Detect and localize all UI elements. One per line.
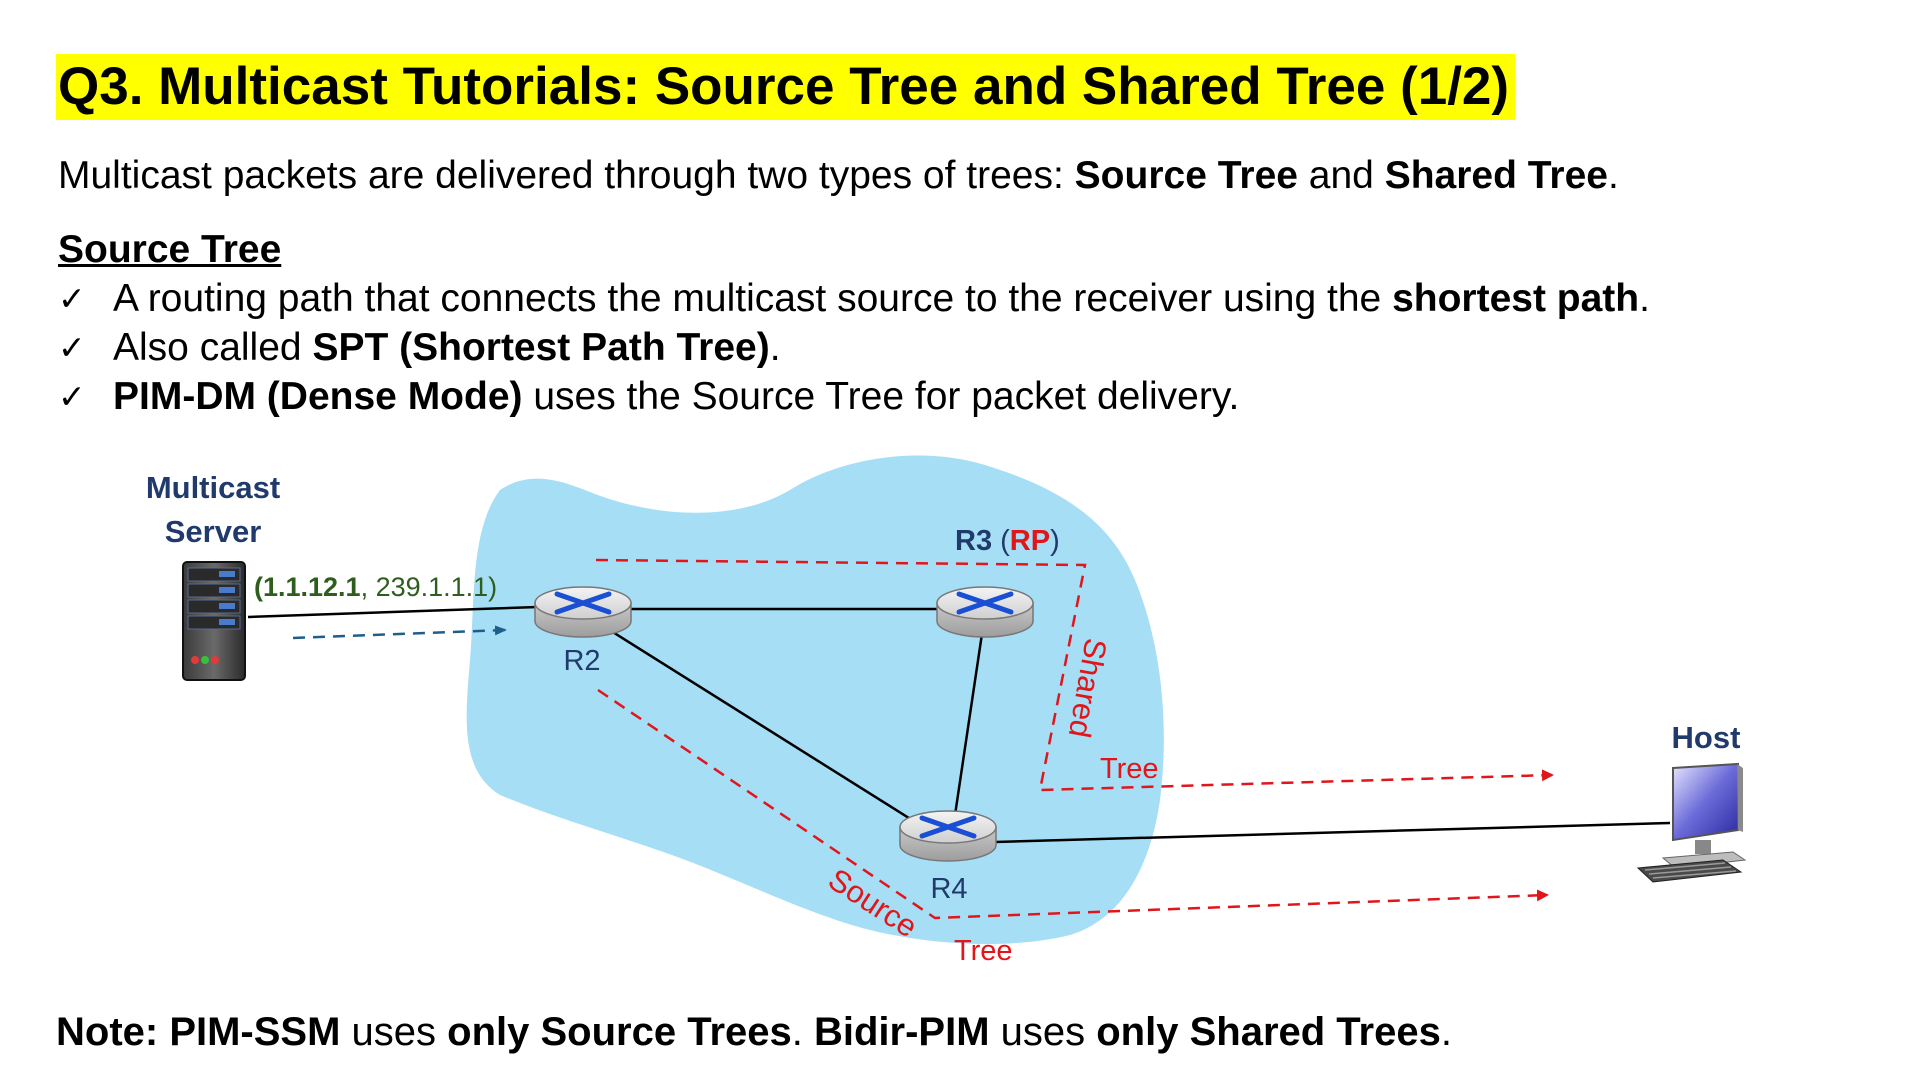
checkmark-icon: ✓	[58, 328, 86, 367]
slide-title: Q3. Multicast Tutorials: Source Tree and…	[56, 54, 1516, 120]
router-r3-label: R3 (RP)	[955, 525, 1060, 557]
note-lead: Note: PIM-SSM	[56, 1010, 341, 1054]
bullet-text: PIM-DM (Dense Mode) uses the Source Tree…	[113, 372, 1239, 421]
flow-label: (1.1.12.1, 239.1.1.1)	[254, 572, 497, 602]
bullet-post: uses the Source Tree for packet delivery…	[522, 375, 1240, 418]
server-icon	[182, 561, 246, 681]
link-r4-host	[994, 821, 1671, 844]
bullet-bold: PIM-DM (Dense Mode)	[113, 375, 523, 418]
link-server-r2	[247, 605, 539, 619]
bullet-post: .	[1639, 277, 1650, 320]
bullet-pre: Also called	[113, 326, 313, 369]
bullet-post: .	[769, 326, 781, 369]
router-r2-label: R2	[563, 645, 600, 677]
note-text: uses	[340, 1010, 448, 1054]
source-tree-label-tree: Tree	[954, 935, 1013, 967]
r3-name: R3	[955, 525, 992, 557]
intro-suffix: .	[1607, 154, 1619, 197]
intro-text: Multicast packets are delivered through …	[58, 152, 1619, 200]
note-emphasis: Bidir-PIM	[813, 1010, 990, 1054]
intro-term-source-tree: Source Tree	[1074, 154, 1298, 197]
bullet-list: ✓ A routing path that connects the multi…	[58, 274, 1650, 421]
note-text: uses	[989, 1010, 1097, 1054]
rp-open: (	[992, 525, 1010, 557]
server-flow-arrow	[292, 625, 507, 640]
intro-prefix: Multicast packets are delivered through …	[58, 154, 1075, 197]
bullet-bold: SPT (Shortest Path Tree)	[312, 326, 770, 369]
rp-label: RP	[1010, 525, 1050, 557]
bullet-item: ✓ A routing path that connects the multi…	[58, 274, 1650, 323]
rp-close: )	[1050, 525, 1060, 557]
router-r3-icon	[936, 586, 1034, 638]
bullet-text: A routing path that connects the multica…	[113, 274, 1650, 323]
bullet-pre: A routing path that connects the multica…	[113, 277, 1393, 320]
source-tree-path	[597, 688, 1549, 920]
shared-tree-label-tree: Tree	[1100, 753, 1159, 785]
section-heading: Source Tree	[58, 228, 282, 271]
link-r2-r4	[599, 622, 921, 827]
router-r4-label: R4	[930, 873, 967, 905]
bullet-bold: shortest path	[1392, 277, 1640, 320]
link-r3-r4	[953, 626, 985, 816]
footer-note: Note: PIM-SSM uses only Source Trees. Bi…	[56, 1006, 1452, 1058]
intro-and: and	[1297, 154, 1385, 197]
note-emphasis: only Source Trees	[447, 1010, 792, 1054]
flow-group-ip: , 239.1.1.1)	[361, 572, 498, 602]
intro-term-shared-tree: Shared Tree	[1384, 154, 1608, 197]
note-text: .	[1440, 1010, 1452, 1054]
shared-tree-path	[595, 558, 1554, 792]
bullet-item: ✓ PIM-DM (Dense Mode) uses the Source Tr…	[58, 372, 1650, 421]
bullet-item: ✓ Also called SPT (Shortest Path Tree).	[58, 323, 1650, 372]
flow-source-ip: (1.1.12.1	[254, 572, 361, 602]
host-label: Host	[1672, 720, 1741, 755]
router-r4-icon	[899, 810, 997, 862]
note-emphasis: only Shared Trees	[1096, 1010, 1441, 1054]
host-computer-icon	[1636, 762, 1747, 883]
note-text: .	[791, 1010, 814, 1054]
bullet-text: Also called SPT (Shortest Path Tree).	[113, 323, 781, 372]
router-r2-icon	[534, 586, 632, 638]
checkmark-icon: ✓	[58, 377, 86, 416]
server-label-line1: Multicast	[146, 470, 280, 505]
server-label-line2: Server	[165, 514, 262, 549]
checkmark-icon: ✓	[58, 279, 86, 318]
